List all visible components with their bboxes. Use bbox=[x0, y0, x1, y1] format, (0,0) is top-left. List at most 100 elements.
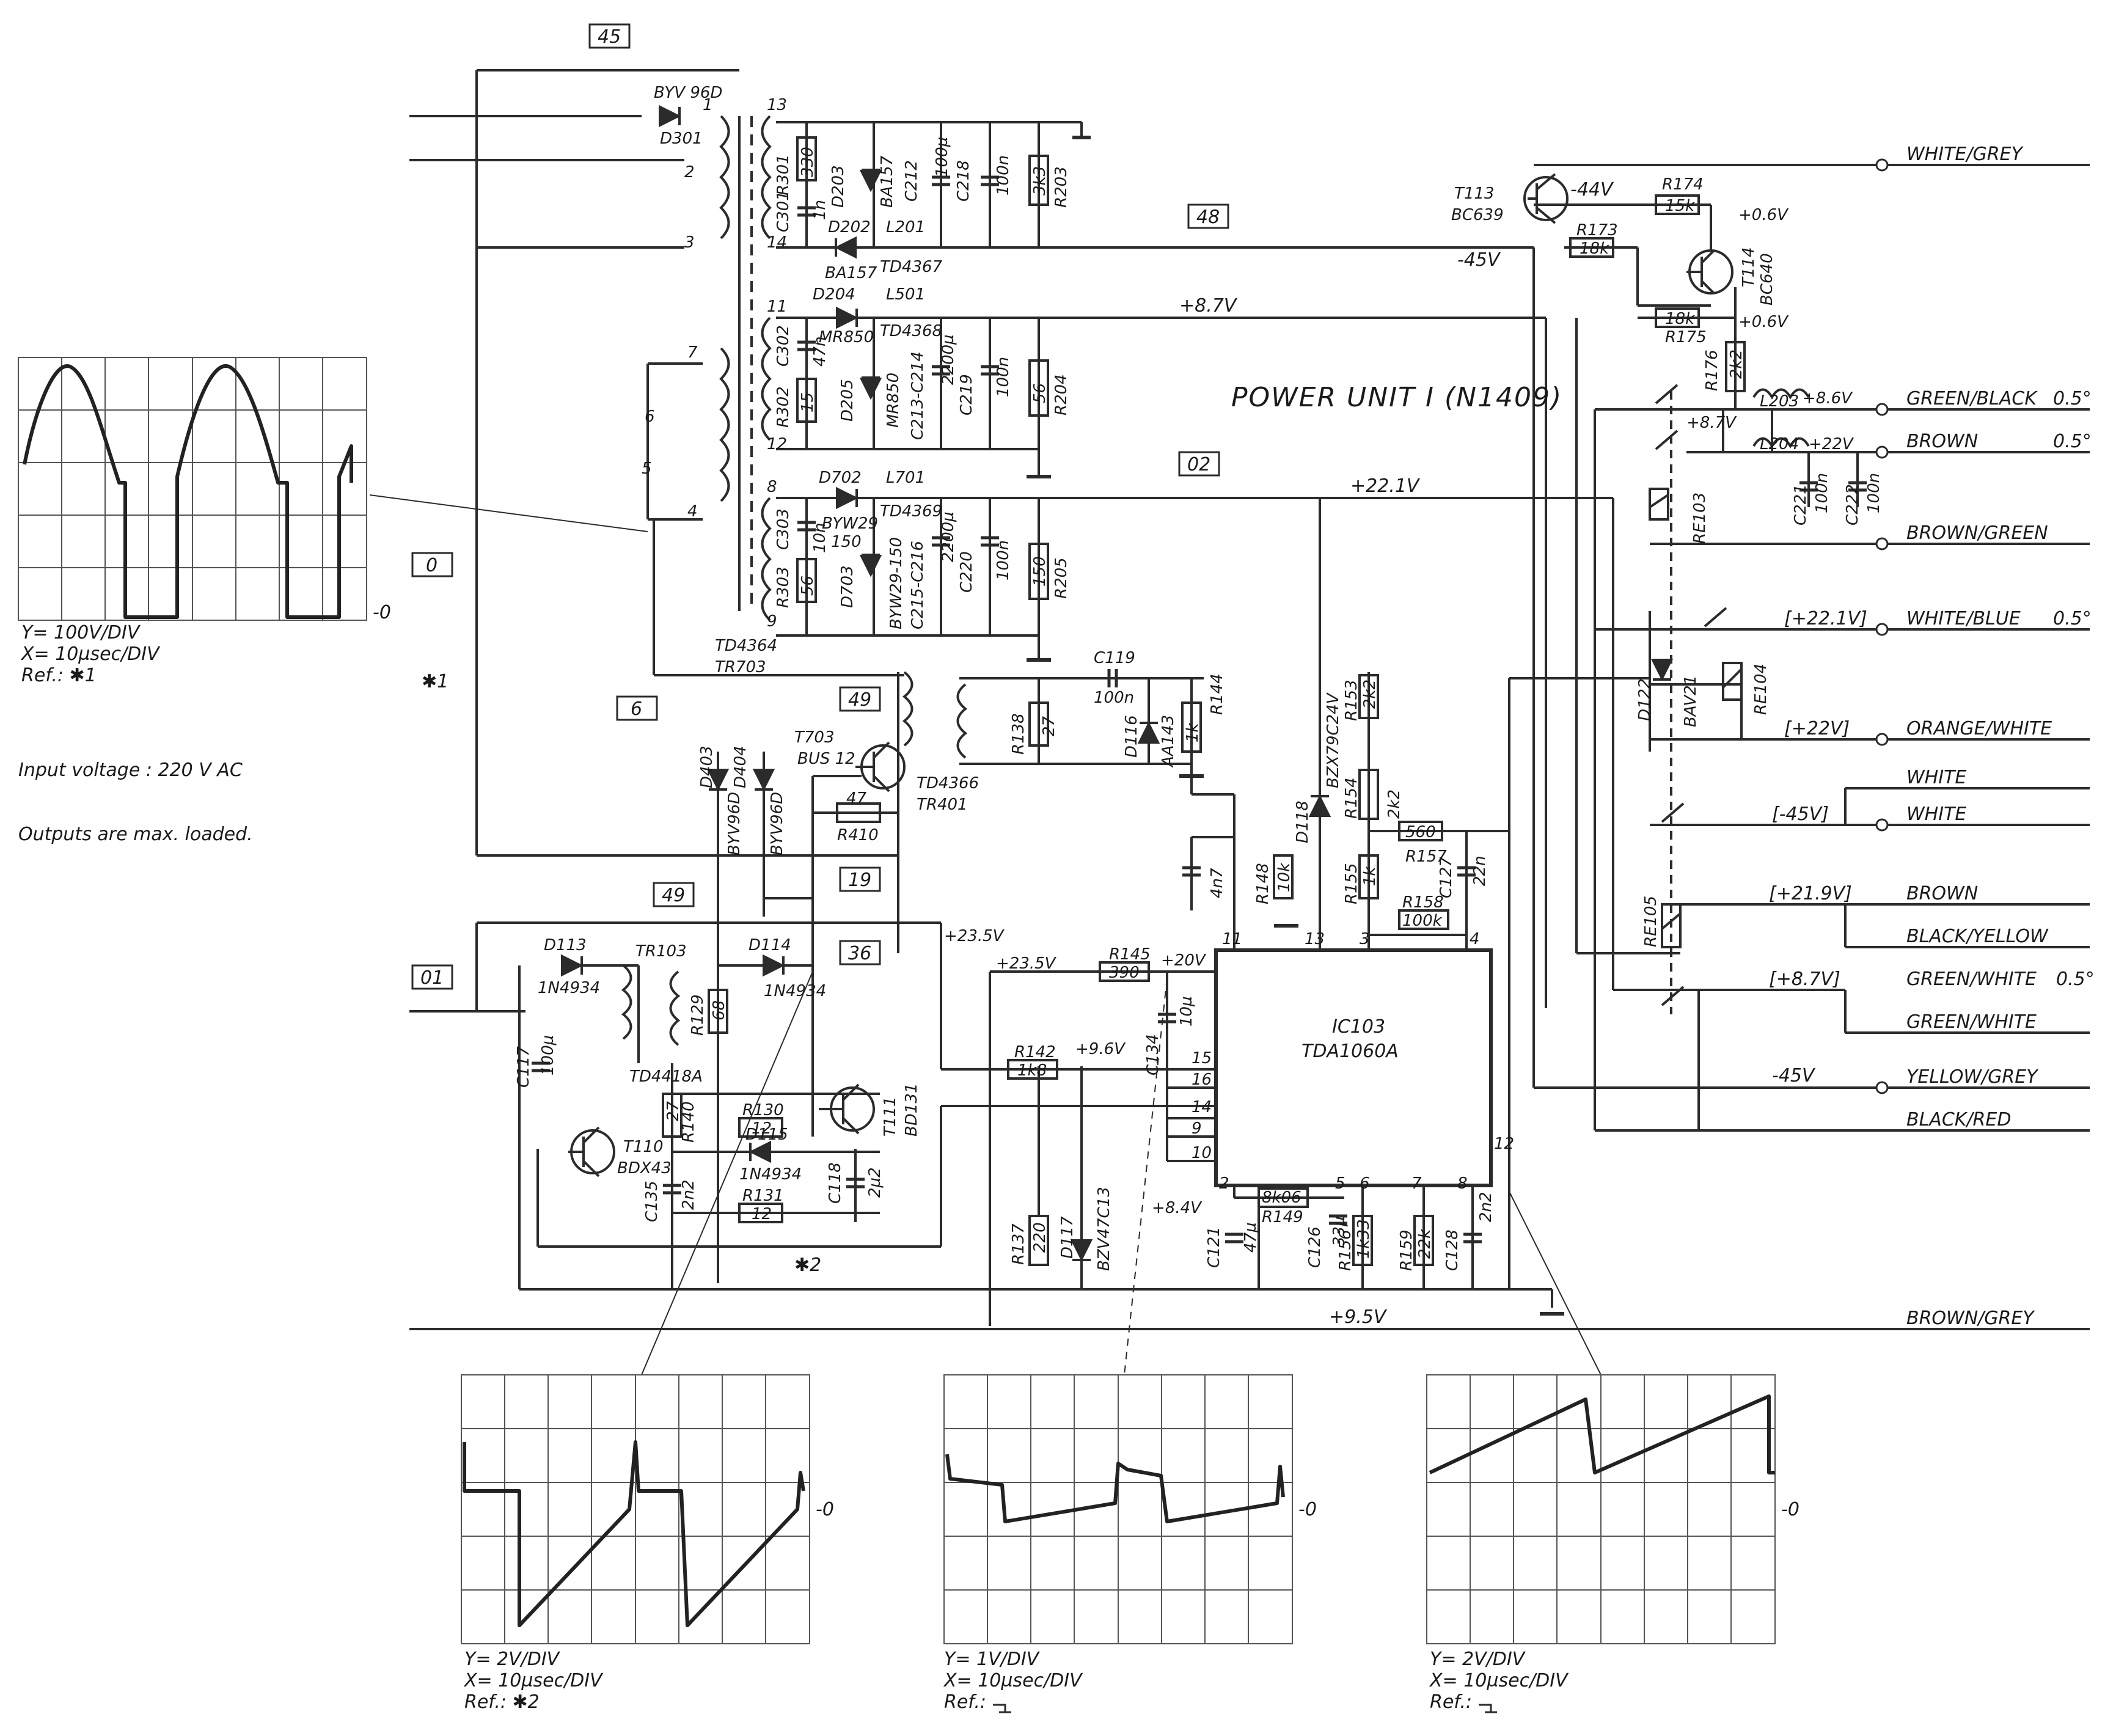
diode-d204 bbox=[836, 306, 858, 329]
voltage-label: +20V bbox=[1161, 951, 1207, 970]
resistor-r154 bbox=[1358, 769, 1379, 820]
label-r302: R302 bbox=[774, 386, 793, 428]
resistor-r174 bbox=[1655, 194, 1700, 215]
pin-label: 8 bbox=[767, 478, 777, 496]
label-t114: T114 bbox=[1740, 247, 1758, 287]
resistor-r142 bbox=[1007, 1059, 1058, 1080]
label-r138: R138 bbox=[1009, 713, 1028, 755]
diode-d117 bbox=[1070, 1239, 1093, 1262]
ic-pin: 5 bbox=[1335, 1174, 1345, 1193]
label-r175: R175 bbox=[1665, 328, 1707, 346]
box-label: 01 bbox=[420, 967, 444, 989]
pin-label: 12 bbox=[767, 435, 787, 453]
label-r176: R176 bbox=[1703, 350, 1721, 391]
label-r203: R203 bbox=[1052, 166, 1071, 208]
scope-y-scale: Y= 2V/DIV bbox=[464, 1649, 561, 1670]
pin-label: 14 bbox=[767, 233, 787, 252]
label-byv96d: BYV 96D bbox=[654, 84, 722, 102]
label-r174: R174 bbox=[1662, 175, 1704, 194]
label-tda1060a: TDA1060A bbox=[1301, 1041, 1399, 1062]
pin-label: 11 bbox=[767, 298, 787, 316]
label-c215: C215-C216 bbox=[909, 541, 927, 629]
star2-marker: ✱2 bbox=[794, 1254, 821, 1276]
capacitors bbox=[532, 175, 1867, 1243]
voltage-label: -45V bbox=[1457, 249, 1501, 271]
output-label: WHITE bbox=[1906, 804, 1966, 825]
ground-symbols bbox=[1027, 136, 1564, 1316]
resistor-r410 bbox=[836, 802, 881, 823]
ic-pin: 14 bbox=[1192, 1098, 1212, 1116]
notes: ✱1 Input voltage : 220 V AC Outputs are … bbox=[18, 671, 448, 845]
label-r204-value: 56 bbox=[1031, 383, 1049, 403]
scope-y-scale: Y= 1V/DIV bbox=[944, 1649, 1041, 1670]
ic-pin: 3 bbox=[1360, 930, 1370, 948]
label-d202: D202 bbox=[828, 218, 871, 236]
label-c126: C126 bbox=[1306, 1226, 1324, 1268]
output-bracket: [+8.7V] bbox=[1769, 969, 1840, 990]
pin-label: 1 bbox=[703, 96, 713, 114]
diode-d202 bbox=[834, 236, 857, 259]
label-d702: D702 bbox=[819, 469, 862, 487]
diodes bbox=[561, 104, 1674, 1262]
voltage-labels: -44V -45V +0.6V +0.6V +8.7V +22.1V +8.6V… bbox=[944, 179, 1854, 1328]
diode-d404 bbox=[752, 769, 775, 791]
label-transformer: TD4364 bbox=[715, 637, 777, 655]
voltage-label: +22V bbox=[1809, 435, 1854, 453]
label-c220-value: 100n bbox=[994, 540, 1012, 580]
label-c119-value: 100n bbox=[1094, 689, 1134, 707]
resistor-r205 bbox=[1028, 543, 1049, 600]
label-d117: D117 bbox=[1058, 1216, 1077, 1259]
label-r156: R156 bbox=[1336, 1229, 1355, 1271]
label-r158: R158 bbox=[1402, 893, 1444, 912]
voltage-label: -44V bbox=[1570, 179, 1614, 200]
label-r149-value: 8k06 bbox=[1262, 1188, 1301, 1207]
label-r137: R137 bbox=[1009, 1223, 1028, 1265]
label-r303-value: 56 bbox=[799, 576, 817, 596]
resistor-r303 bbox=[796, 558, 817, 603]
label-c128-value: 2n2 bbox=[1477, 1192, 1495, 1222]
label-r301: R301 bbox=[774, 154, 793, 196]
output-label: BLACK/YELLOW bbox=[1906, 926, 2049, 947]
label-in4934a: 1N4934 bbox=[538, 979, 600, 997]
resistor-r302 bbox=[796, 378, 817, 423]
label-mr850a: MR850 bbox=[819, 328, 874, 346]
scope-zero-label: -0 bbox=[1298, 1499, 1317, 1520]
label-r145: R145 bbox=[1109, 945, 1151, 964]
resistor-r129 bbox=[708, 989, 728, 1034]
label-d113: D113 bbox=[544, 936, 587, 954]
ic-pin: 12 bbox=[1494, 1135, 1514, 1153]
label-d205: D205 bbox=[838, 379, 857, 422]
scope-1: -0 Y= 100V/DIV X= 10µsec/DIV Ref.: ✱1 bbox=[18, 357, 391, 686]
transformer-coils bbox=[621, 115, 1810, 1046]
pin-label: 13 bbox=[767, 96, 787, 114]
resistor-r156 bbox=[1352, 1215, 1373, 1266]
scope-ref: Ref.: bbox=[944, 1691, 986, 1713]
diode-d118 bbox=[1308, 794, 1331, 817]
scope-y-scale: Y= 100V/DIV bbox=[21, 622, 141, 643]
label-r159-value: 22k bbox=[1416, 1229, 1434, 1259]
label-c119: C119 bbox=[1094, 649, 1135, 667]
voltage-label: +8.7V bbox=[1686, 414, 1737, 432]
resistor-r176 bbox=[1725, 341, 1746, 392]
relays bbox=[1649, 384, 1743, 1014]
label-d301: D301 bbox=[660, 130, 703, 148]
resistor-r203 bbox=[1028, 155, 1049, 206]
diagram-title: POWER UNIT I (N1409) bbox=[1231, 382, 1562, 413]
scope-ref: Ref.: ✱2 bbox=[464, 1691, 540, 1713]
voltage-label: +9.5V bbox=[1329, 1306, 1388, 1328]
diode-d122 bbox=[1650, 659, 1674, 681]
label-r154-value: 2k2 bbox=[1385, 789, 1404, 819]
node-boxes bbox=[411, 23, 1229, 990]
label-byw29: BYW29 bbox=[822, 515, 878, 533]
resistor-r301 bbox=[796, 136, 817, 181]
label-r173-value: 18k bbox=[1580, 240, 1609, 258]
label-r153: R153 bbox=[1342, 679, 1361, 721]
label-c135-value: 2n2 bbox=[679, 1179, 698, 1210]
label-r140-value: 27 bbox=[664, 1101, 683, 1121]
label-r157: R157 bbox=[1405, 848, 1447, 866]
box-label: 36 bbox=[848, 943, 871, 964]
label-c222: C222 bbox=[1843, 484, 1862, 526]
label-r205-value: 150 bbox=[1031, 556, 1049, 587]
label-byw29-value: 150 bbox=[831, 533, 862, 551]
